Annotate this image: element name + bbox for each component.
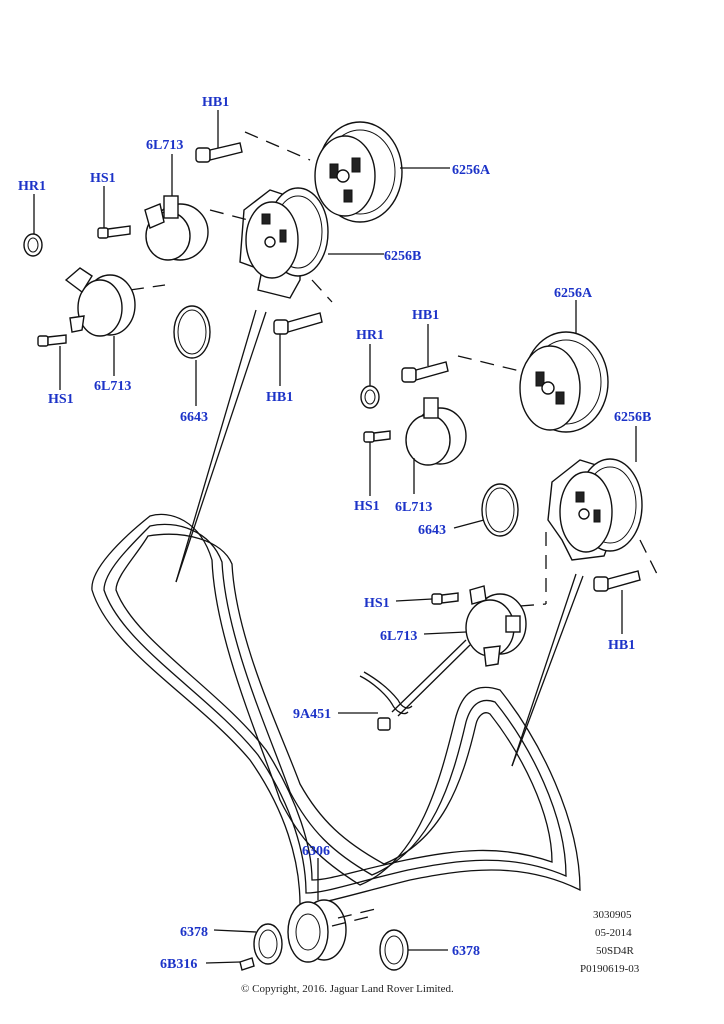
callout-hr1-left: HR1: [18, 179, 46, 194]
sprocket-6306: [287, 899, 347, 963]
reference-line-3: 50SD4R: [596, 945, 635, 957]
callout-hs1-lower-right: HS1: [364, 596, 390, 611]
screw-hs1-mid: [363, 430, 391, 443]
solenoid-6l713-top: [144, 195, 209, 261]
ring-hr1-mid: [360, 385, 380, 409]
callout-6b316: 6B316: [160, 957, 197, 972]
seal-6643-right: [481, 483, 519, 537]
callout-hb1-mid: HB1: [412, 308, 439, 323]
solenoid-6l713-mid: [405, 397, 467, 466]
screw-hs1-upper-left: [97, 225, 131, 239]
callout-6378-right: 6378: [452, 944, 480, 959]
screw-hs1-lower-right: [431, 592, 459, 605]
callout-hr1-mid: HR1: [356, 328, 384, 343]
callout-6256b-left: 6256B: [384, 249, 421, 264]
callout-6378-left: 6378: [180, 925, 208, 940]
callout-6l713-mid: 6L713: [395, 500, 432, 515]
sensor-9a451: [359, 671, 413, 731]
seal-6643-left: [173, 305, 211, 359]
copyright-notice: © Copyright, 2016. Jaguar Land Rover Lim…: [241, 983, 454, 995]
timing-chain: [91, 513, 581, 906]
callout-6643-right: 6643: [418, 523, 446, 538]
bolt-hb1-mid: [401, 361, 449, 383]
reference-line-1: 3030905: [593, 909, 632, 921]
sprocket-6256a-upper-left: [314, 121, 403, 223]
callout-hb1-top: HB1: [202, 95, 229, 110]
reference-line-2: 05-2014: [595, 927, 632, 939]
sprocket-6256b-right: [547, 458, 643, 561]
callout-6256b-right: 6256B: [614, 410, 651, 425]
screw-hs1-lower-left: [37, 334, 67, 347]
bolt-hb1-right: [593, 570, 641, 592]
reference-line-4: P0190619-03: [580, 963, 640, 975]
callout-hs1-upper-left: HS1: [90, 171, 116, 186]
key-6b316: [239, 957, 255, 971]
callout-hs1-lower-left: HS1: [48, 392, 74, 407]
solenoid-6l713-lower-right: [465, 585, 527, 667]
bolt-hb1-mid-left: [273, 312, 323, 335]
bolt-hb1-top: [195, 142, 243, 163]
callout-6306: 6306: [302, 844, 330, 859]
washer-6378-left: [253, 923, 283, 965]
callout-6256a-right: 6256A: [554, 286, 593, 301]
sprocket-6256a-right: [519, 331, 609, 433]
callout-6l713-lower-right: 6L713: [380, 629, 417, 644]
solenoid-6l713-left: [64, 267, 136, 337]
leader-lines: [33, 110, 637, 964]
callout-hs1-mid: HS1: [354, 499, 380, 514]
callout-hb1-right: HB1: [608, 638, 635, 653]
callout-hb1-mid-left: HB1: [266, 390, 293, 405]
washer-6378-right: [379, 929, 409, 971]
sprocket-6256b-upper-left: [239, 187, 329, 299]
callout-6643-left: 6643: [180, 410, 208, 425]
callout-6l713-top: 6L713: [146, 138, 183, 153]
callout-6256a-left: 6256A: [452, 163, 491, 178]
callout-6l713-left: 6L713: [94, 379, 131, 394]
callout-9a451: 9A451: [293, 707, 331, 722]
ring-hr1-left: [23, 233, 43, 257]
